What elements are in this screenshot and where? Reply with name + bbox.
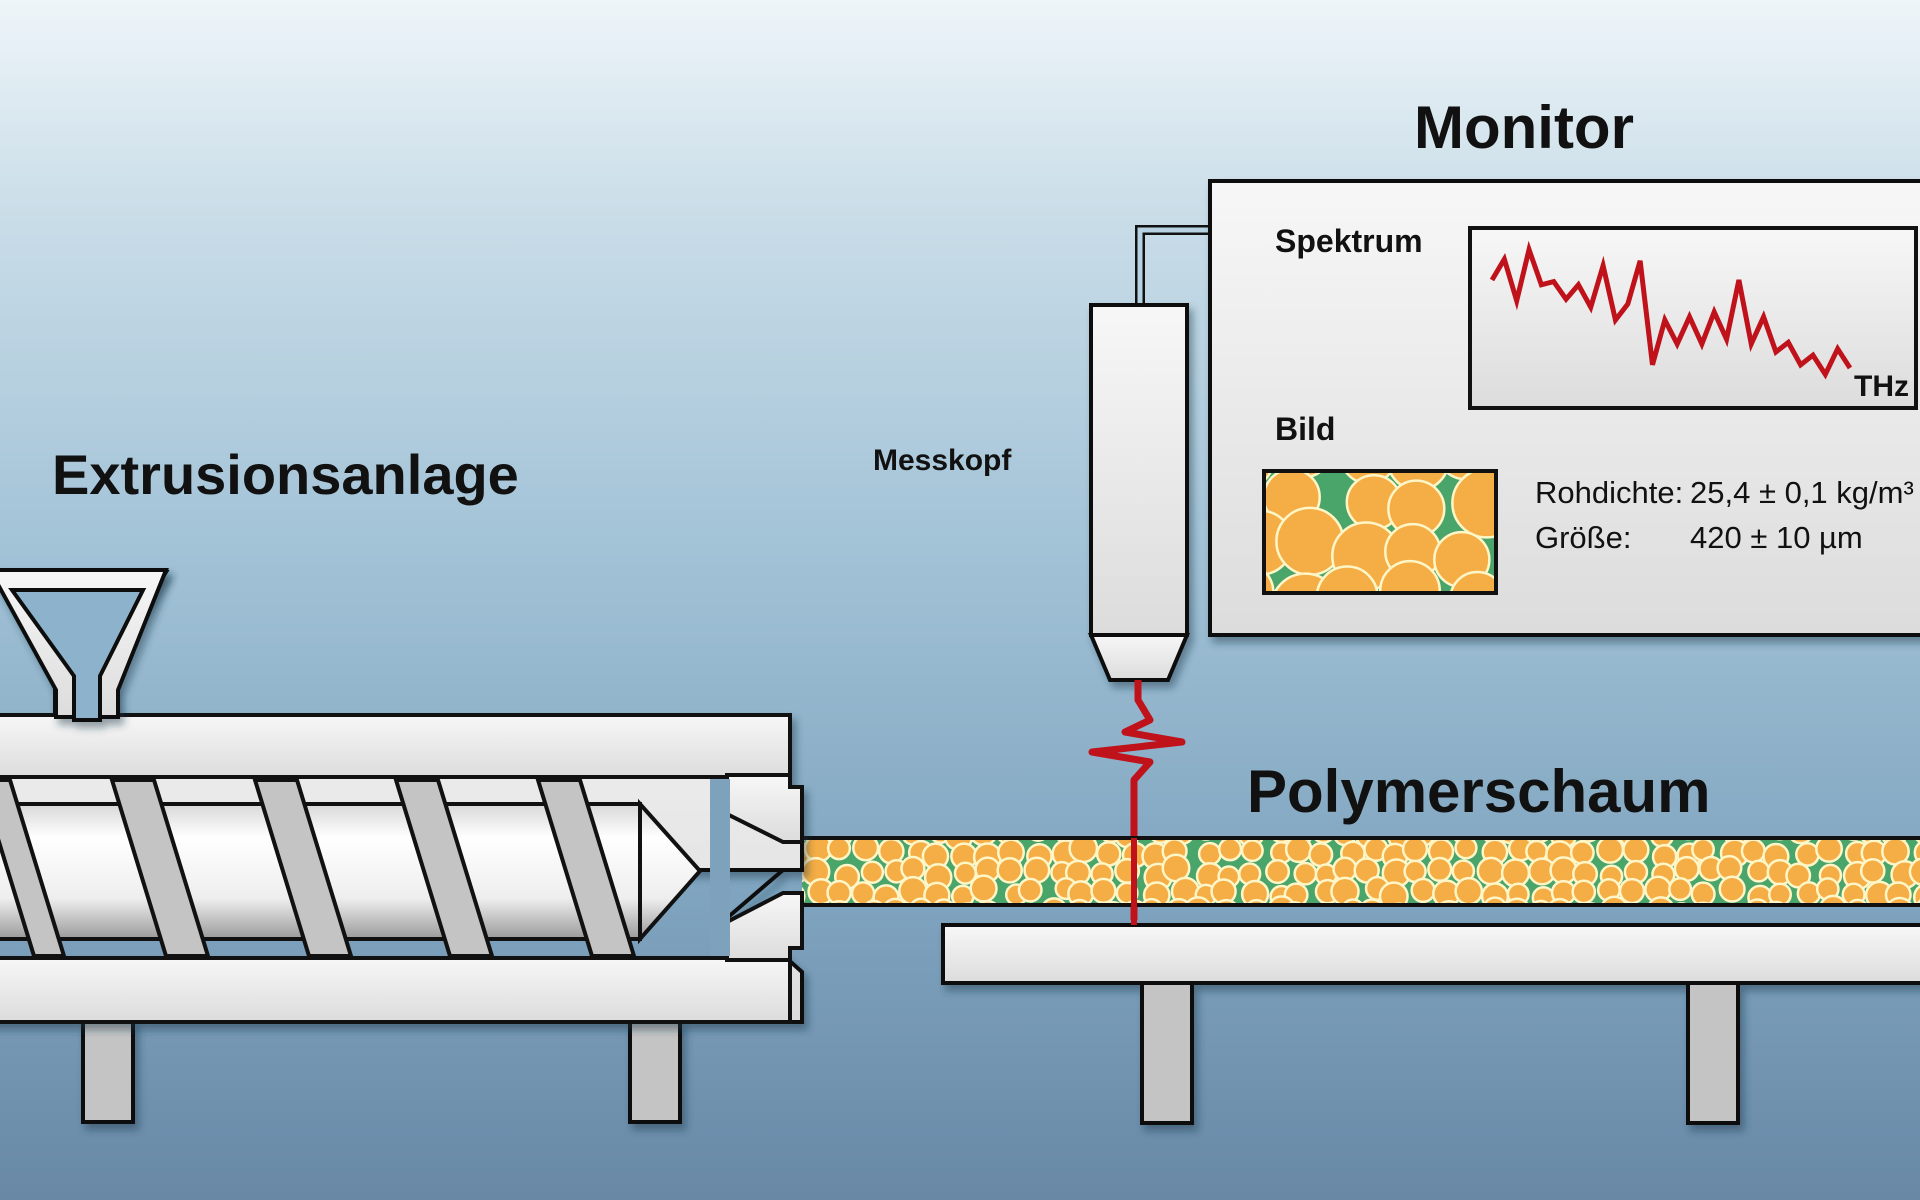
foam-cell bbox=[1647, 896, 1675, 905]
foam-cell bbox=[1668, 877, 1693, 902]
foam-cell bbox=[1483, 896, 1508, 905]
foam-cell bbox=[1454, 876, 1484, 905]
image-label: Bild bbox=[1275, 411, 1335, 447]
foam-cell bbox=[1547, 897, 1572, 905]
foam-cell bbox=[1913, 841, 1920, 865]
foam-cell bbox=[1410, 877, 1436, 904]
foam-cell bbox=[1184, 896, 1212, 905]
foam-title: Polymerschaum bbox=[1247, 758, 1711, 825]
foam-cell bbox=[1308, 842, 1334, 868]
foam-cell bbox=[969, 874, 998, 903]
foam-cell bbox=[1908, 857, 1920, 886]
spectrum-label: Spektrum bbox=[1275, 223, 1423, 259]
spectrum-chart-frame bbox=[1468, 226, 1918, 410]
probe-head bbox=[1087, 303, 1191, 682]
extruder-stand bbox=[81, 1020, 682, 1124]
foam-cell bbox=[1768, 882, 1792, 905]
foam-cell bbox=[1476, 856, 1506, 886]
foam-cell bbox=[1342, 898, 1364, 905]
foam-cell bbox=[1140, 897, 1163, 905]
density-value: 25,4 ± 0,1 kg/m³ bbox=[1690, 475, 1914, 510]
foam-cell bbox=[1284, 838, 1313, 864]
foam-cell bbox=[1449, 570, 1496, 593]
foam-cell bbox=[1240, 839, 1264, 863]
foam-cell bbox=[1746, 898, 1769, 905]
hopper bbox=[0, 568, 169, 722]
foam-image-cells bbox=[1264, 471, 1496, 593]
size-value: 420 ± 10 µm bbox=[1690, 520, 1863, 555]
foam-cell bbox=[1785, 862, 1812, 889]
foam-cell bbox=[1451, 471, 1496, 539]
foam-cell bbox=[1454, 838, 1478, 860]
foam-cell bbox=[1600, 895, 1628, 905]
foam-cell bbox=[1504, 897, 1530, 905]
extruder-title: Extrusionsanlage bbox=[52, 443, 519, 506]
foam-cell bbox=[1649, 838, 1674, 848]
foam-cell bbox=[1197, 841, 1222, 866]
foam-cell bbox=[812, 908, 832, 928]
extruder-barrel-walls bbox=[0, 713, 804, 1024]
spectrum-chart bbox=[1489, 240, 1853, 380]
size-label: Größe: bbox=[1535, 520, 1631, 555]
foam-cell bbox=[1267, 895, 1296, 905]
spectrum-line bbox=[1489, 240, 1853, 380]
foam-cell bbox=[1293, 861, 1318, 886]
foam-cell bbox=[909, 897, 933, 905]
monitor-title: Monitor bbox=[1414, 94, 1634, 161]
foam-cell bbox=[1859, 858, 1886, 884]
foam-strand-cells bbox=[802, 838, 1920, 928]
foam-cell bbox=[1690, 881, 1716, 905]
foam-cell bbox=[970, 838, 997, 847]
foam-cell bbox=[1265, 859, 1291, 885]
foam-cell bbox=[1090, 877, 1117, 904]
foam-cell bbox=[1240, 879, 1270, 905]
thz-signal-icon bbox=[1088, 680, 1186, 920]
foam-cell bbox=[1378, 881, 1409, 905]
extruder-screw bbox=[0, 778, 703, 958]
spectrum-unit-label: THz bbox=[1854, 370, 1909, 403]
foam-cell bbox=[1095, 841, 1122, 867]
conveyor-table bbox=[941, 923, 1920, 1125]
foam-cell bbox=[1886, 896, 1913, 905]
foam-cell bbox=[826, 838, 852, 861]
foam-cell bbox=[1622, 838, 1650, 864]
foam-cell bbox=[1912, 884, 1920, 905]
foam-cell bbox=[1740, 838, 1766, 864]
foam-cell bbox=[1718, 875, 1746, 903]
foam-cell bbox=[1569, 840, 1595, 866]
foam-cell bbox=[1571, 879, 1597, 905]
density-label: Rohdichte: bbox=[1535, 475, 1683, 510]
foam-cell bbox=[1017, 877, 1043, 903]
foam-cell bbox=[1816, 838, 1831, 841]
foam-cell bbox=[1217, 838, 1243, 862]
foam-cell bbox=[1772, 838, 1788, 841]
foam-cell bbox=[883, 897, 908, 905]
foam-cell bbox=[1747, 859, 1771, 883]
foam-cell bbox=[852, 838, 880, 862]
foam-cell bbox=[1378, 559, 1442, 593]
probe-label: Messkopf bbox=[873, 444, 1012, 477]
foam-cell bbox=[1315, 565, 1379, 593]
foam-cell bbox=[1596, 838, 1625, 864]
foam-cell bbox=[1815, 838, 1844, 863]
foam-cell bbox=[860, 860, 885, 884]
foam-cell bbox=[1041, 897, 1067, 905]
probe-cable bbox=[1135, 225, 1210, 305]
foam-cell bbox=[1221, 838, 1234, 840]
foam-cell bbox=[1401, 838, 1429, 863]
foam-cell bbox=[1427, 856, 1453, 883]
foam-cell bbox=[1748, 838, 1763, 841]
foam-cell bbox=[932, 898, 955, 905]
foam-cell bbox=[1819, 894, 1848, 905]
foam-cell bbox=[996, 857, 1024, 884]
foam-cell bbox=[1500, 858, 1531, 888]
